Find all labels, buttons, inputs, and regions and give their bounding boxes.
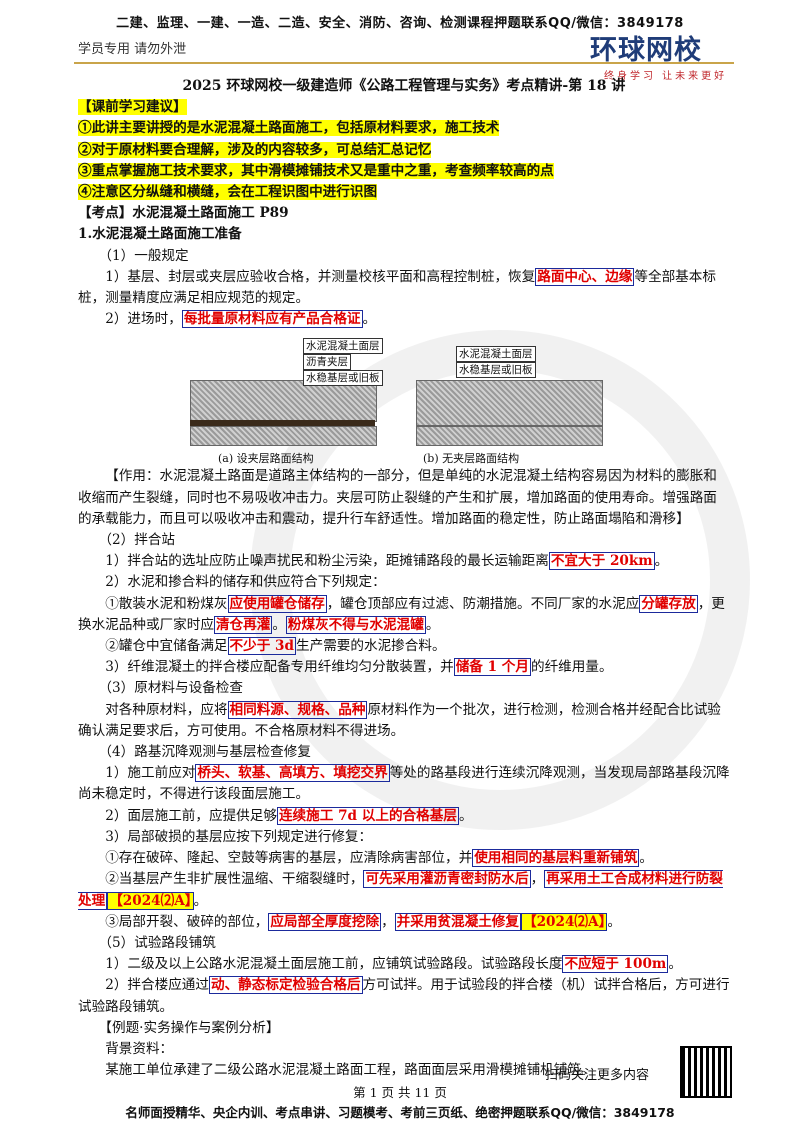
key-7d-base: 连续施工 7d 以上的合格基层 (276, 806, 459, 825)
section-1-5: （5）试验路段铺筑 (98, 934, 216, 951)
para-2c: 。 (362, 311, 377, 328)
para-2a: 2）进场时， (105, 311, 182, 328)
para-q1c: 。 (654, 553, 669, 570)
para-t2c: 。 (458, 807, 473, 824)
page-number: 第 1 页 共 11 页 (353, 1085, 447, 1100)
purpose-note: 【作用：水泥混凝土路面是道路主体结构的一部分，但是单纯的水泥混凝土结构容易因为材… (78, 468, 717, 527)
key-no-mix: 粉煤灰不得与水泥混罐 (285, 615, 426, 634)
background-label: 背景资料： (105, 1040, 174, 1057)
para-t4c: 。 (639, 850, 653, 867)
para-t6c: ， (381, 913, 395, 930)
para-r1a: 对各种原材料，应将 (105, 701, 228, 718)
exam-tag-2: 【2024⑵A】 (521, 912, 608, 931)
exam-tag-1: 【2024⑵A】 (107, 891, 194, 910)
key-certificate: 每批量原材料应有产品合格证 (181, 310, 363, 329)
slab-a-base (190, 426, 377, 447)
key-lean-concrete: 并采用贫混凝土修复 (394, 912, 521, 931)
para-q2: 2）水泥和掺合料的储存和供应符合下列规定： (105, 574, 386, 591)
key-clear-tank: 清仓再灌 (213, 615, 273, 634)
caption-b: (b) 无夹层路面结构 (423, 452, 520, 466)
key-asphalt-seal: 可先采用灌沥青密封防水后 (363, 870, 531, 889)
key-100m: 不应短于 100m (562, 955, 669, 974)
advice-heading: 【课前学习建议】 (78, 99, 187, 116)
para-t3: 3）局部破损的基层应按下列规定进行修复： (105, 828, 373, 845)
para-t6f: 。 (607, 913, 621, 930)
header-divider (74, 62, 734, 64)
example-heading: 【例题·实务操作与案例分析】 (98, 1019, 280, 1036)
qr-code[interactable] (680, 1046, 732, 1098)
document-body: 2025 环球网校一级建造师《公路工程管理与实务》考点精讲-第 18 讲 【课前… (78, 76, 730, 1081)
advice-1: ①此讲主要讲授的是水泥混凝土路面施工，包括原材料要求，施工技术 (78, 120, 500, 137)
top-banner: 二建、监理、一建、一造、二造、安全、消防、咨询、检测课程押题联系QQ/微信：38… (116, 16, 684, 31)
advice-2: ②对于原材料要合理解，涉及的内容较多，可总结汇总记忆 (78, 141, 432, 158)
advice-4: ④注意区分纵缝和横缝，会在工程识图中进行识图 (78, 184, 378, 201)
para-u2c: 方可试拌。用于试验段的拌合楼（机）试拌合格后，方可进行试验路段铺筑。 (78, 977, 730, 1015)
para-u2a: 2）拌合楼应通过 (105, 977, 209, 994)
para-t2a: 2）面层施工前，应提供足够 (105, 807, 277, 824)
label-b-surface: 水泥混凝土面层 (456, 346, 536, 363)
para-q3e: ，更换水泥品种或厂家时应 (78, 595, 725, 633)
label-a-surface: 水泥混凝土面层 (303, 338, 383, 355)
logo-slogan: 终身学习 让未来更好 (604, 71, 728, 82)
para-r1c: 原材料作为一个批次，进行检测，检测合格并经配合比试验确认满足要求后，方可使用。不… (78, 701, 721, 739)
key-road-center: 路面中心、边缘 (535, 267, 635, 286)
key-20km: 不宜大于 20km (548, 552, 655, 571)
para-q4c: 生产需要的水泥掺合料。 (296, 638, 446, 655)
para-1a: 1）基层、封层或夹层应验收合格，并测量校核平面和高程控制桩，恢复 (105, 268, 536, 285)
key-same-material: 使用相同的基层料重新铺筑 (472, 849, 640, 868)
para-q3a: ①散装水泥和粉煤灰 (105, 595, 228, 612)
key-calibration: 动、静态标定检验合格后 (209, 976, 363, 995)
section-1-3: （3）原材料与设备检查 (98, 680, 243, 697)
para-t1c: 等处的路基段进行连续沉降观测，当发现局部路基段沉降尚未稳定时，不得进行该段面层施… (78, 765, 730, 803)
key-full-depth: 应局部全厚度挖除 (268, 912, 382, 931)
para-t4a: ①存在破碎、隆起、空鼓等病害的基层，应清除病害部位，并 (105, 850, 473, 867)
key-separate-tanks: 分罐存放 (639, 594, 698, 613)
key-3d: 不少于 3d (227, 637, 297, 656)
slab-b-base (416, 426, 603, 447)
caption-a: (a) 设夹层路面结构 (218, 452, 314, 466)
brand-logo: 环球网校 终身学习 让未来更好 (590, 28, 740, 82)
section-1-1: （1）一般规定 (98, 247, 189, 264)
label-a-base: 水稳基层或旧板 (303, 370, 383, 387)
section-1-4: （4）路基沉降观测与基层检查修复 (98, 744, 311, 761)
background-text: 某施工单位承建了二级公路水泥混凝土路面工程，路面面层采用滑模摊铺机铺筑。 (105, 1062, 595, 1079)
label-a-interlayer: 沥青夹层 (303, 354, 351, 371)
logo-name: 环球网校 (590, 35, 702, 66)
section-1: 1.水泥混凝土路面施工准备 (78, 226, 242, 243)
para-t1a: 1）施工前应对 (105, 765, 196, 782)
para-q5c: 的纤维用量。 (531, 659, 613, 676)
para-q3g: 。 (272, 616, 286, 633)
key-geosynthetic: 再采用土工合成材料进行防裂处理 (78, 870, 723, 910)
scan-note: 扫码关注更多内容 (545, 1068, 650, 1083)
para-q5a: 3）纤维混凝土的拌合楼应配备专用纤维均匀分散装置，并 (105, 659, 454, 676)
para-q1a: 1）拌合站的选址应防止噪声扰民和粉尘污染，距摊铺路段的最长运输距离 (105, 553, 549, 570)
pavement-structure-figure: 水泥混凝土面层 沥青夹层 水稳基层或旧板 (a) 设夹层路面结构 水泥混凝土面层… (78, 334, 730, 465)
para-1c: 等全部基本标桩，测量精度应满足相应规范的规定。 (78, 268, 716, 307)
para-t6a: ③局部开裂、破碎的部位， (105, 913, 269, 930)
key-settlement-areas: 桥头、软基、高填方、填挖交界 (195, 764, 390, 783)
section-1-2: （2）拌合站 (98, 532, 176, 549)
key-tank-storage: 应使用罐仓储存 (227, 594, 327, 613)
para-u1c: 。 (668, 956, 682, 973)
slab-b-surface (416, 380, 603, 427)
bottom-banner: 名师面授精华、央企内训、考点串讲、习题模考、考前三页纸、绝密押题联系QQ/微信：… (125, 1105, 675, 1120)
kaodian-heading: 【考点】水泥混凝土路面施工 P89 (78, 205, 289, 222)
para-t5f: 。 (193, 892, 208, 909)
key-batch: 相同料源、规格、品种 (227, 700, 368, 719)
para-q3i: 。 (425, 616, 440, 633)
para-t5c: ， (530, 871, 545, 888)
label-b-base: 水稳基层或旧板 (456, 362, 536, 379)
para-q3c: ，罐仓顶部应有过滤、防潮措施。不同厂家的水泥应 (326, 595, 640, 612)
slab-a-surface (190, 380, 377, 423)
student-note: 学员专用 请勿外泄 (78, 42, 187, 57)
para-t5a: ②当基层产生非扩展性温缩、干缩裂缝时， (105, 871, 364, 888)
para-q4a: ②罐仓中宜储备满足 (105, 638, 228, 655)
doc-title: 2025 环球网校一级建造师《公路工程管理与实务》考点精讲-第 18 讲 (182, 78, 626, 94)
advice-3: ③重点掌握施工技术要求，其中滑模摊铺技术又是重中之重，考查频率较高的点 (78, 162, 554, 179)
para-u1a: 1）二级及以上公路水泥混凝土面层施工前，应铺筑试验路段。试验路段长度 (105, 956, 563, 973)
slab-a-interlayer (190, 420, 375, 427)
key-1-month: 储备 1 个月 (453, 658, 531, 677)
